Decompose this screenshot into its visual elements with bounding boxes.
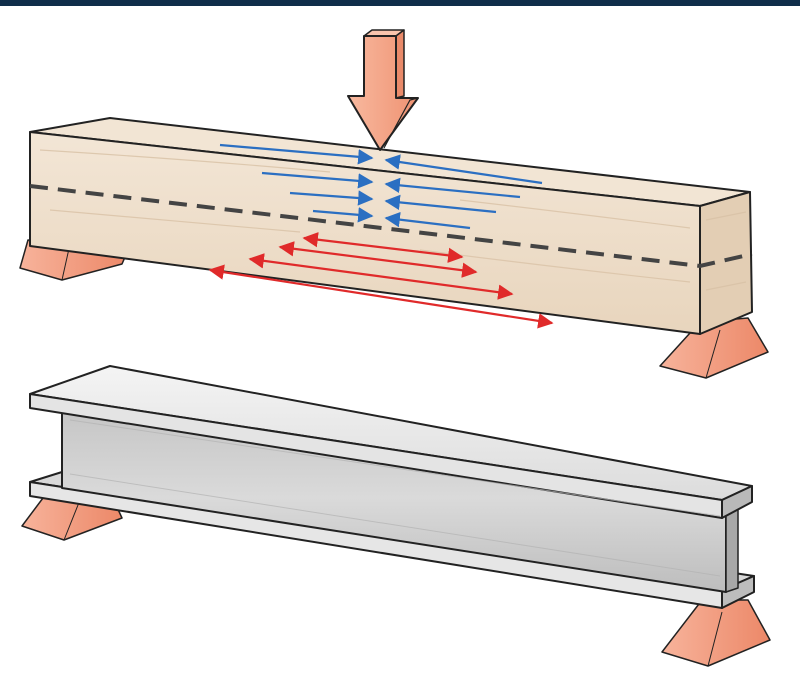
compression-arrow-right-2 (384, 177, 521, 199)
compression-arrow-left-4 (312, 207, 374, 223)
compression-arrow-right-3 (384, 194, 497, 214)
right-support-steel (661, 599, 771, 667)
wood-end-face (699, 191, 753, 335)
wood-grain (39, 149, 747, 291)
compression-arrow-right-4 (384, 211, 471, 230)
top-color-bar (0, 0, 800, 6)
tension-arrows (208, 232, 554, 329)
compression-arrow-right-1 (384, 154, 543, 185)
wood-beam (19, 29, 769, 379)
steel-i-beam (21, 365, 771, 667)
compression-arrow-left-1 (219, 143, 374, 165)
tension-arrow-4 (208, 264, 554, 329)
right-support-wood (659, 317, 769, 379)
web-shading (69, 419, 721, 577)
compression-arrows (219, 143, 543, 230)
compression-arrow-left-3 (289, 190, 374, 206)
bottom-flange-end (721, 575, 755, 609)
compression-arrow-left-2 (261, 171, 374, 189)
neutral-axis-line (29, 184, 753, 269)
load-arrow (347, 29, 419, 151)
top-flange-end (721, 485, 753, 519)
